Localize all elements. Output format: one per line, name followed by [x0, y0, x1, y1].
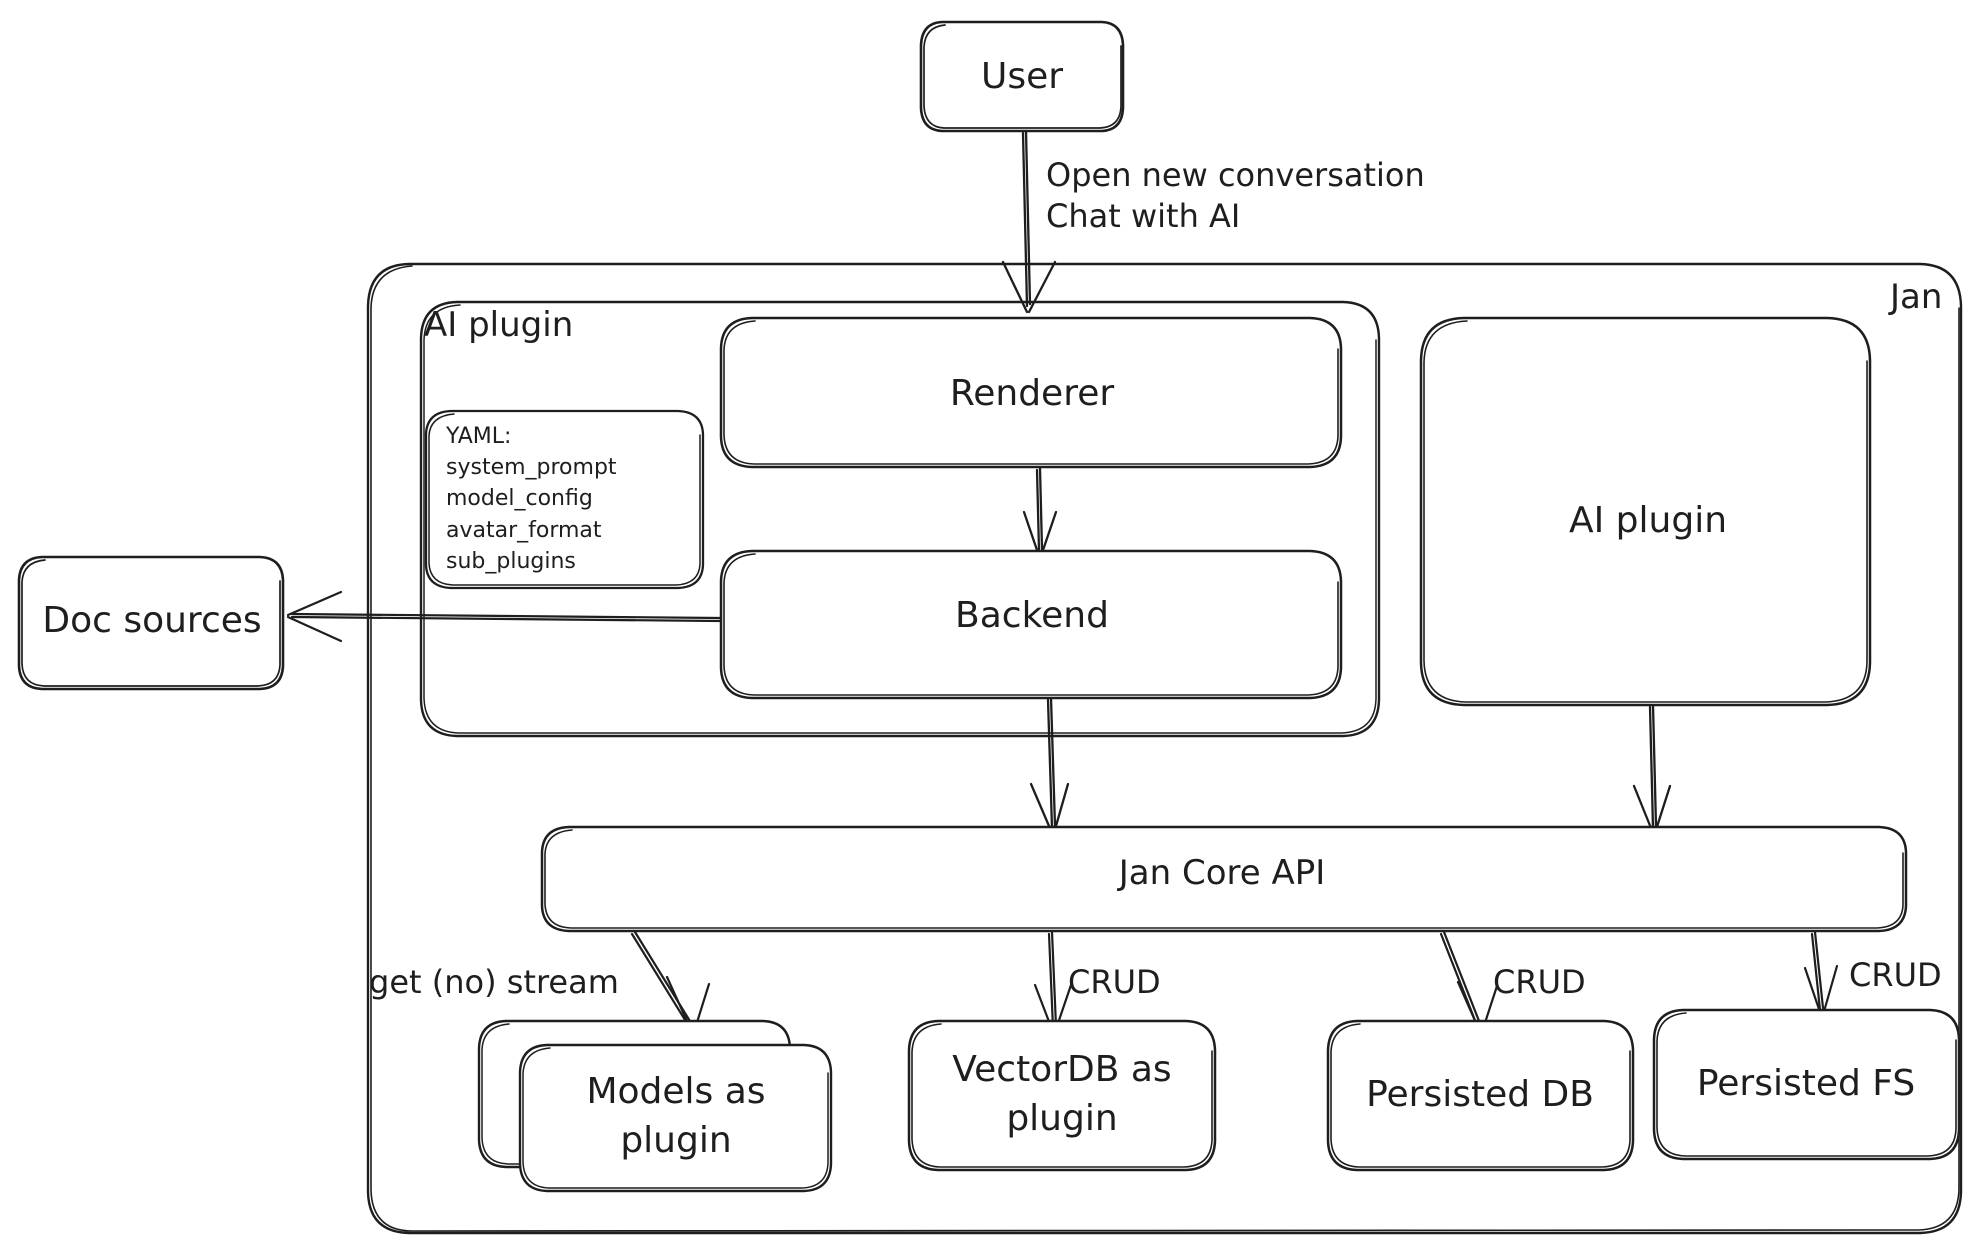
edge-api-to-persisted-fs — [1803, 930, 1839, 1017]
edge-backend-to-doc-sources — [286, 590, 722, 643]
edge-api-to-vectordb — [1033, 930, 1073, 1034]
backend-box-shape[interactable] — [719, 549, 1343, 700]
persisted-fs-box-shape[interactable] — [1652, 1008, 1961, 1161]
edge-ai-plugin-to-jan-core-api — [1632, 703, 1672, 835]
doc-sources-box-shape[interactable] — [17, 555, 285, 691]
edge-user-to-renderer — [1001, 129, 1057, 314]
persisted-db-box-shape[interactable] — [1326, 1019, 1635, 1172]
yaml-note-box-shape[interactable] — [424, 409, 705, 590]
vectordb-as-plugin-box-shape[interactable] — [907, 1019, 1217, 1172]
edge-renderer-to-backend — [1022, 466, 1058, 558]
jan-core-api-box-shape[interactable] — [540, 825, 1908, 933]
user-box-shape[interactable] — [919, 20, 1125, 133]
ai-plugin-right-box-shape[interactable] — [1419, 316, 1872, 707]
models-as-plugin-box-shape[interactable] — [518, 1043, 833, 1193]
edge-backend-to-jan-core-api — [1029, 696, 1070, 835]
renderer-box-shape[interactable] — [719, 316, 1343, 469]
